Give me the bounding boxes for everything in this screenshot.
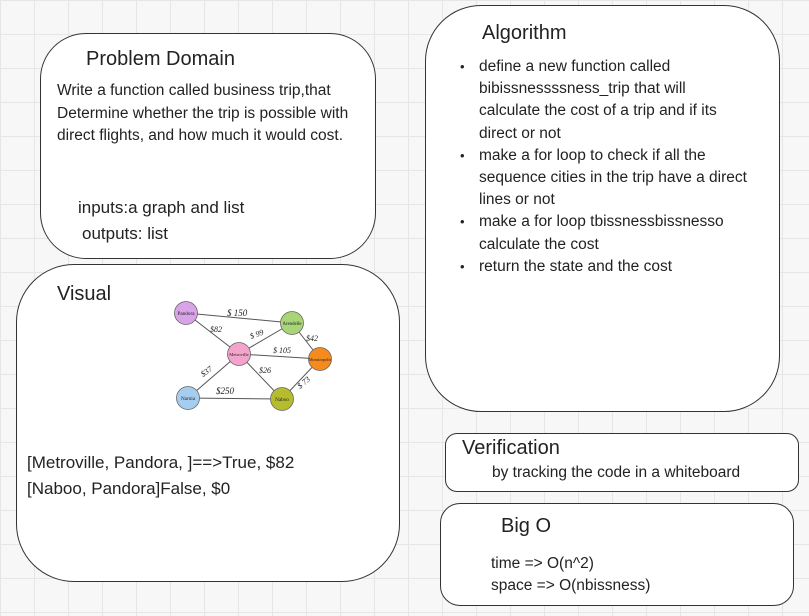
algorithm-step: make a for loop tbissnessbissnesso calcu… <box>448 211 748 255</box>
algorithm-card: Algorithm define a new function called b… <box>425 5 780 412</box>
big-o-lines: time => O(n^2) space => O(nbissness) <box>491 553 650 597</box>
node-label: Naboo <box>275 397 289 403</box>
city-graph: $ 150 $82 $ 99 $42 $ 105 $26 $37 $250 $ … <box>168 301 334 413</box>
edge-label: $ 99 <box>249 328 265 341</box>
visual-title: Visual <box>57 283 112 305</box>
node-label: Monstropolis <box>309 357 332 362</box>
verification-text: by tracking the code in a whiteboard <box>492 464 741 481</box>
node-label: Arendelle <box>283 322 302 327</box>
example-line: [Metroville, Pandora, ]==>True, $82 <box>27 453 295 472</box>
big-o-title: Big O <box>501 515 552 537</box>
visual-card: Visual $ 150 $82 $ 99 $42 $ 105 $26 $37 … <box>16 264 400 582</box>
node-label: Pandora <box>178 311 196 317</box>
node-label: Metroville <box>229 352 248 357</box>
io-section: inputs:a graph and list outputs: list <box>78 195 244 247</box>
inputs-text: inputs:a graph and list <box>78 198 245 217</box>
time-complexity: time => O(n^2) <box>491 555 594 572</box>
edge-pandora-arendelle <box>185 312 293 324</box>
big-o-card: Big O time => O(n^2) space => O(nbissnes… <box>440 503 794 606</box>
examples-section: [Metroville, Pandora, ]==>True, $82 [Nab… <box>27 450 294 502</box>
verification-card: Verification by tracking the code in a w… <box>445 433 799 492</box>
node-pandora <box>174 301 198 325</box>
algorithm-title: Algorithm <box>482 22 567 44</box>
node-arendelle <box>280 311 304 335</box>
example-line: [Naboo, Pandora]False, $0 <box>27 479 231 498</box>
edge-narnia-naboo <box>187 397 283 400</box>
space-complexity: space => O(nbissness) <box>491 577 651 594</box>
algorithm-step: define a new function called bibissnesss… <box>448 56 748 145</box>
outputs-text: outputs: list <box>82 224 168 243</box>
edge-label: $ 150 <box>227 308 248 318</box>
node-label: Narnia <box>181 396 196 402</box>
edge-label: $26 <box>259 366 271 375</box>
edge-label: $250 <box>216 386 235 396</box>
problem-domain-title: Problem Domain <box>86 48 235 70</box>
problem-domain-card: Problem Domain Write a function called b… <box>40 33 376 259</box>
node-narnia <box>176 386 200 410</box>
algorithm-step: make a for loop to check if all the sequ… <box>448 145 748 212</box>
edge-metroville-monstropolis <box>238 353 321 360</box>
algorithm-steps: define a new function called bibissnesss… <box>448 56 748 278</box>
node-naboo <box>270 387 294 411</box>
algorithm-step: return the state and the cost <box>448 256 748 278</box>
node-monstropolis <box>308 347 332 371</box>
node-metroville <box>227 342 251 366</box>
edge-label: $82 <box>210 325 222 334</box>
verification-title: Verification <box>462 437 560 459</box>
edge-label: $42 <box>306 334 318 343</box>
problem-domain-description: Write a function called business trip,th… <box>57 82 349 144</box>
edge-label: $ 105 <box>273 346 291 355</box>
